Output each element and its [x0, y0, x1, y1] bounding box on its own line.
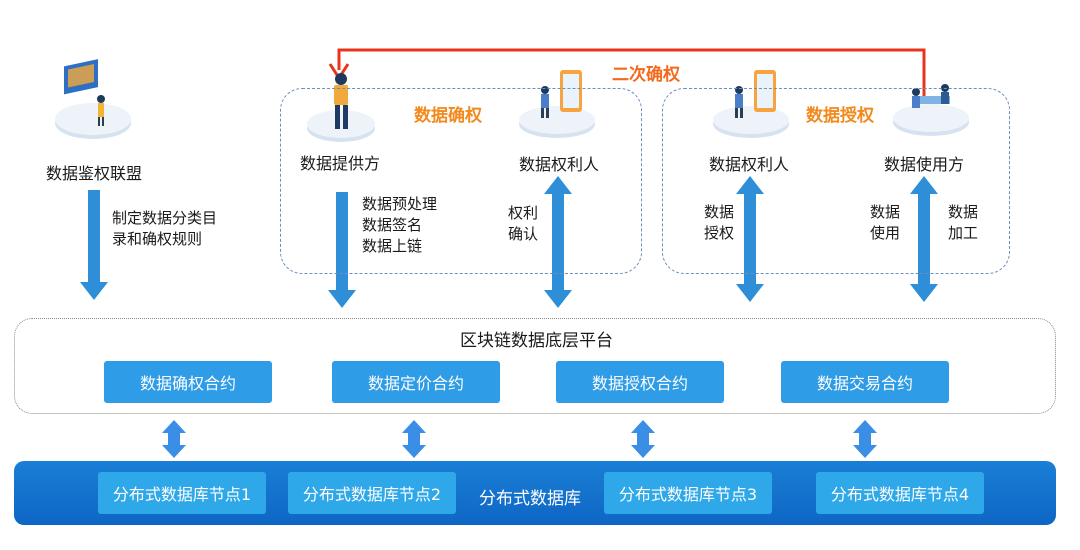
data-use-double-arrow	[910, 176, 938, 302]
contract-db-arrow-1	[162, 420, 186, 458]
rights-confirm-label: 权利 确认	[508, 203, 538, 245]
data-process-label: 数据 加工	[948, 202, 978, 244]
provider-illustration	[307, 73, 375, 142]
provider-label: 数据提供方	[300, 154, 381, 173]
provider-step-3: 数据上链	[362, 237, 423, 255]
db-node-3: 分布式数据库节点3	[604, 472, 772, 514]
alliance-down-arrow	[80, 190, 108, 300]
provider-step-2: 数据签名	[362, 216, 423, 234]
auth-rightholder-illustration	[713, 70, 789, 138]
confirm-rightholder-illustration	[519, 70, 595, 138]
data-confirmation-group	[280, 88, 642, 274]
alliance-illustration	[55, 59, 131, 139]
data-use-label-line1: 数据	[870, 203, 901, 221]
data-process-label-line1: 数据	[948, 203, 979, 221]
data-confirmation-title: 数据确权	[414, 106, 482, 126]
second-confirmation-loop-line	[337, 48, 926, 98]
db-node-4: 分布式数据库节点4	[816, 472, 984, 514]
rights-confirm-double-arrow	[544, 176, 572, 308]
contract-data-authorization: 数据授权合约	[556, 361, 724, 403]
distributed-database-title: 分布式数据库	[479, 489, 581, 509]
user-illustration	[893, 84, 969, 136]
data-authorization-title: 数据授权	[806, 106, 874, 126]
data-authorize-label-line2: 授权	[704, 224, 735, 242]
data-authorize-double-arrow	[736, 176, 764, 302]
data-user-label: 数据使用方	[884, 155, 965, 174]
data-process-label-line2: 加工	[948, 224, 979, 242]
data-authorize-label: 数据 授权	[704, 202, 734, 244]
blockchain-platform-title: 区块链数据底层平台	[460, 331, 613, 351]
rights-confirm-label-line2: 确认	[508, 225, 539, 243]
auth-rightholder-label: 数据权利人	[709, 155, 790, 174]
contract-db-arrow-2	[402, 420, 426, 458]
provider-steps: 数据预处理 数据签名 数据上链	[362, 194, 437, 257]
data-authorize-label-line1: 数据	[704, 203, 735, 221]
db-node-2: 分布式数据库节点2	[288, 472, 456, 514]
contract-db-arrow-3	[631, 420, 655, 458]
db-node-1: 分布式数据库节点1	[98, 472, 266, 514]
contract-db-arrow-4	[853, 420, 877, 458]
provider-step-1: 数据预处理	[362, 195, 438, 213]
data-authorization-group	[662, 88, 1010, 274]
contract-data-pricing: 数据定价合约	[332, 361, 500, 403]
data-use-label-line2: 使用	[870, 224, 901, 242]
provider-down-arrow	[328, 192, 356, 308]
second-confirmation-label: 二次确权	[612, 65, 680, 85]
rights-confirm-label-line1: 权利	[508, 204, 539, 222]
alliance-arrow-label-line2: 录和确权规则	[112, 230, 203, 248]
contract-data-confirmation: 数据确权合约	[104, 361, 272, 403]
alliance-label: 数据鉴权联盟	[46, 164, 143, 183]
alliance-arrow-label-line1: 制定数据分类目	[112, 209, 218, 227]
contract-data-trading: 数据交易合约	[781, 361, 949, 403]
data-use-label: 数据 使用	[870, 202, 900, 244]
alliance-arrow-label: 制定数据分类目 录和确权规则	[112, 208, 217, 250]
confirm-rightholder-label: 数据权利人	[519, 155, 600, 174]
